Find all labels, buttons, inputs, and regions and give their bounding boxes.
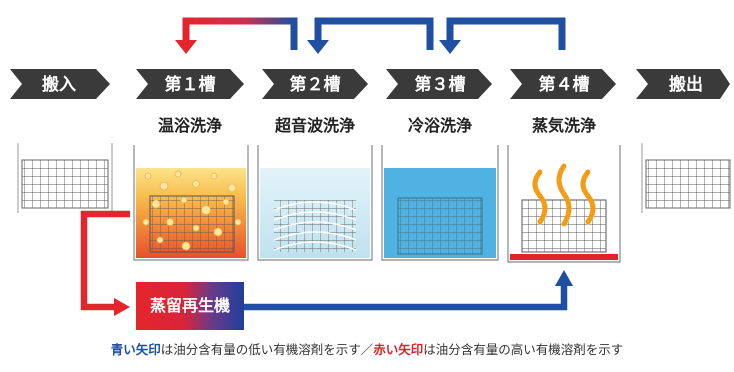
- top-arrow-4-to-3: [439, 17, 566, 54]
- stage-chevron-carry-out: 搬出: [636, 69, 730, 99]
- tank-ultrasonic: [257, 145, 373, 261]
- blue-arrow-term: 青い矢印: [110, 342, 161, 357]
- distillation-regenerator: 蒸留再生機: [136, 282, 244, 330]
- tank-warm-bath: [133, 145, 249, 261]
- red-arrow-to-still: [80, 210, 130, 316]
- steam-icon: [532, 163, 596, 227]
- tank-label-steam: 蒸気洗浄: [532, 116, 596, 135]
- tank-label-ultrasonic: 超音波洗浄: [274, 116, 355, 135]
- tank-steam: [507, 145, 621, 263]
- tank-label-warm-bath: 温浴洗浄: [157, 116, 222, 135]
- tank-cold-bath: [381, 145, 499, 261]
- basket-carry-out: [641, 143, 731, 213]
- top-arrow-2-to-1: [175, 17, 298, 54]
- stage-chevron-tank-1: 第１槽: [136, 69, 244, 99]
- stage-chevron-tank-3: 第３槽: [386, 69, 492, 99]
- blue-arrow-desc: は油分含有量の低い有機溶剤を示す／: [160, 342, 374, 357]
- heater-bar: [510, 254, 618, 260]
- red-arrow-term: 赤い矢印: [373, 342, 424, 357]
- stage-chevron-tank-2: 第２槽: [262, 69, 368, 99]
- basket-carry-in: [17, 143, 113, 213]
- top-arrow-3-to-2: [307, 17, 434, 54]
- stage-label-tank-1: 第１槽: [165, 74, 216, 95]
- blue-arrow-to-steam-tank: [244, 270, 573, 311]
- tank-label-cold-bath: 冷浴洗浄: [408, 116, 472, 135]
- ultrasonic-waves: [273, 201, 357, 251]
- stage-label-carry-out: 搬出: [669, 74, 703, 95]
- stage-chevron-tank-4: 第４槽: [510, 69, 616, 99]
- stage-label-tank-3: 第３槽: [415, 74, 466, 95]
- stage-label-carry-in: 搬入: [42, 74, 76, 95]
- stage-chevron-carry-in: 搬入: [10, 69, 110, 99]
- machine-label: 蒸留再生機: [150, 296, 230, 315]
- oil-bubbles: [142, 170, 242, 251]
- legend-caption: 青い矢印は油分含有量の低い有機溶剤を示す／赤い矢印は油分含有量の高い有機溶剤を示…: [0, 339, 734, 358]
- stage-label-tank-2: 第２槽: [290, 74, 341, 95]
- stage-label-tank-4: 第４槽: [539, 74, 590, 95]
- red-arrow-desc: は油分含有量の高い有機溶剤を示す: [423, 342, 624, 357]
